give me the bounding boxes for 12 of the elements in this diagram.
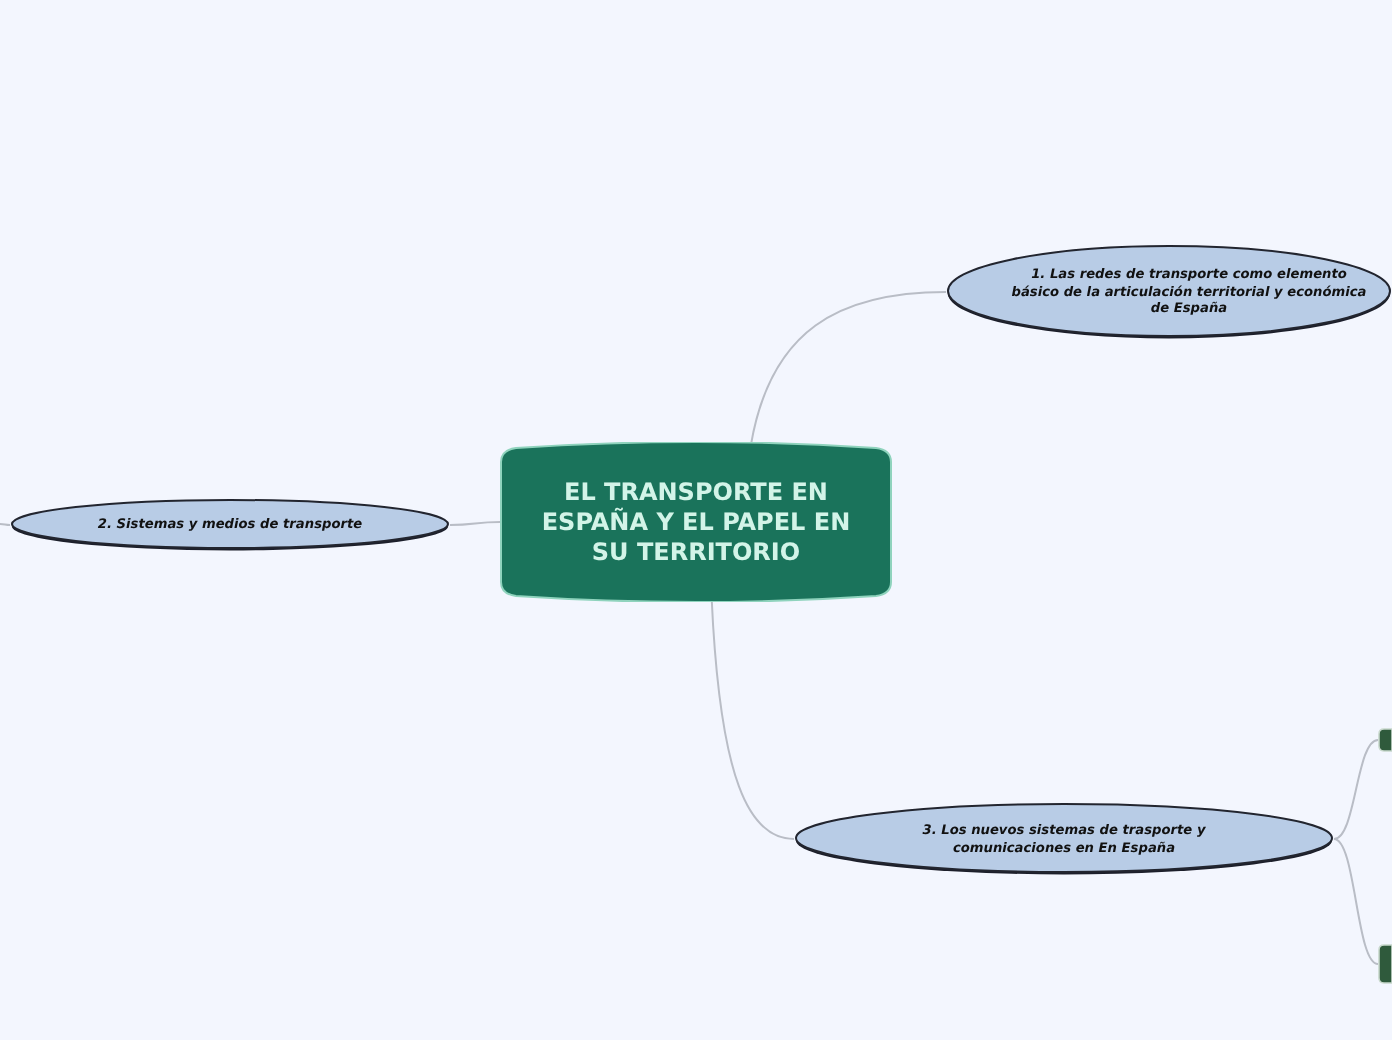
- connector-line: [449, 521, 501, 526]
- topic-ellipse: [794, 802, 1334, 876]
- central-topic-title: EL TRANSPORTE EN ESPAÑA Y EL PAPEL EN SU TERRITORIO: [539, 477, 853, 567]
- connector-line: [1333, 739, 1379, 840]
- central-topic-box: [500, 442, 892, 602]
- subtopic-box: [1378, 944, 1392, 984]
- connector-line: [749, 291, 947, 447]
- connector-line: [710, 597, 795, 840]
- connector-line: [0, 523, 11, 526]
- topic-ellipse: [946, 244, 1392, 340]
- topic-ellipse: [10, 498, 450, 552]
- subtopic-box: [1378, 728, 1392, 752]
